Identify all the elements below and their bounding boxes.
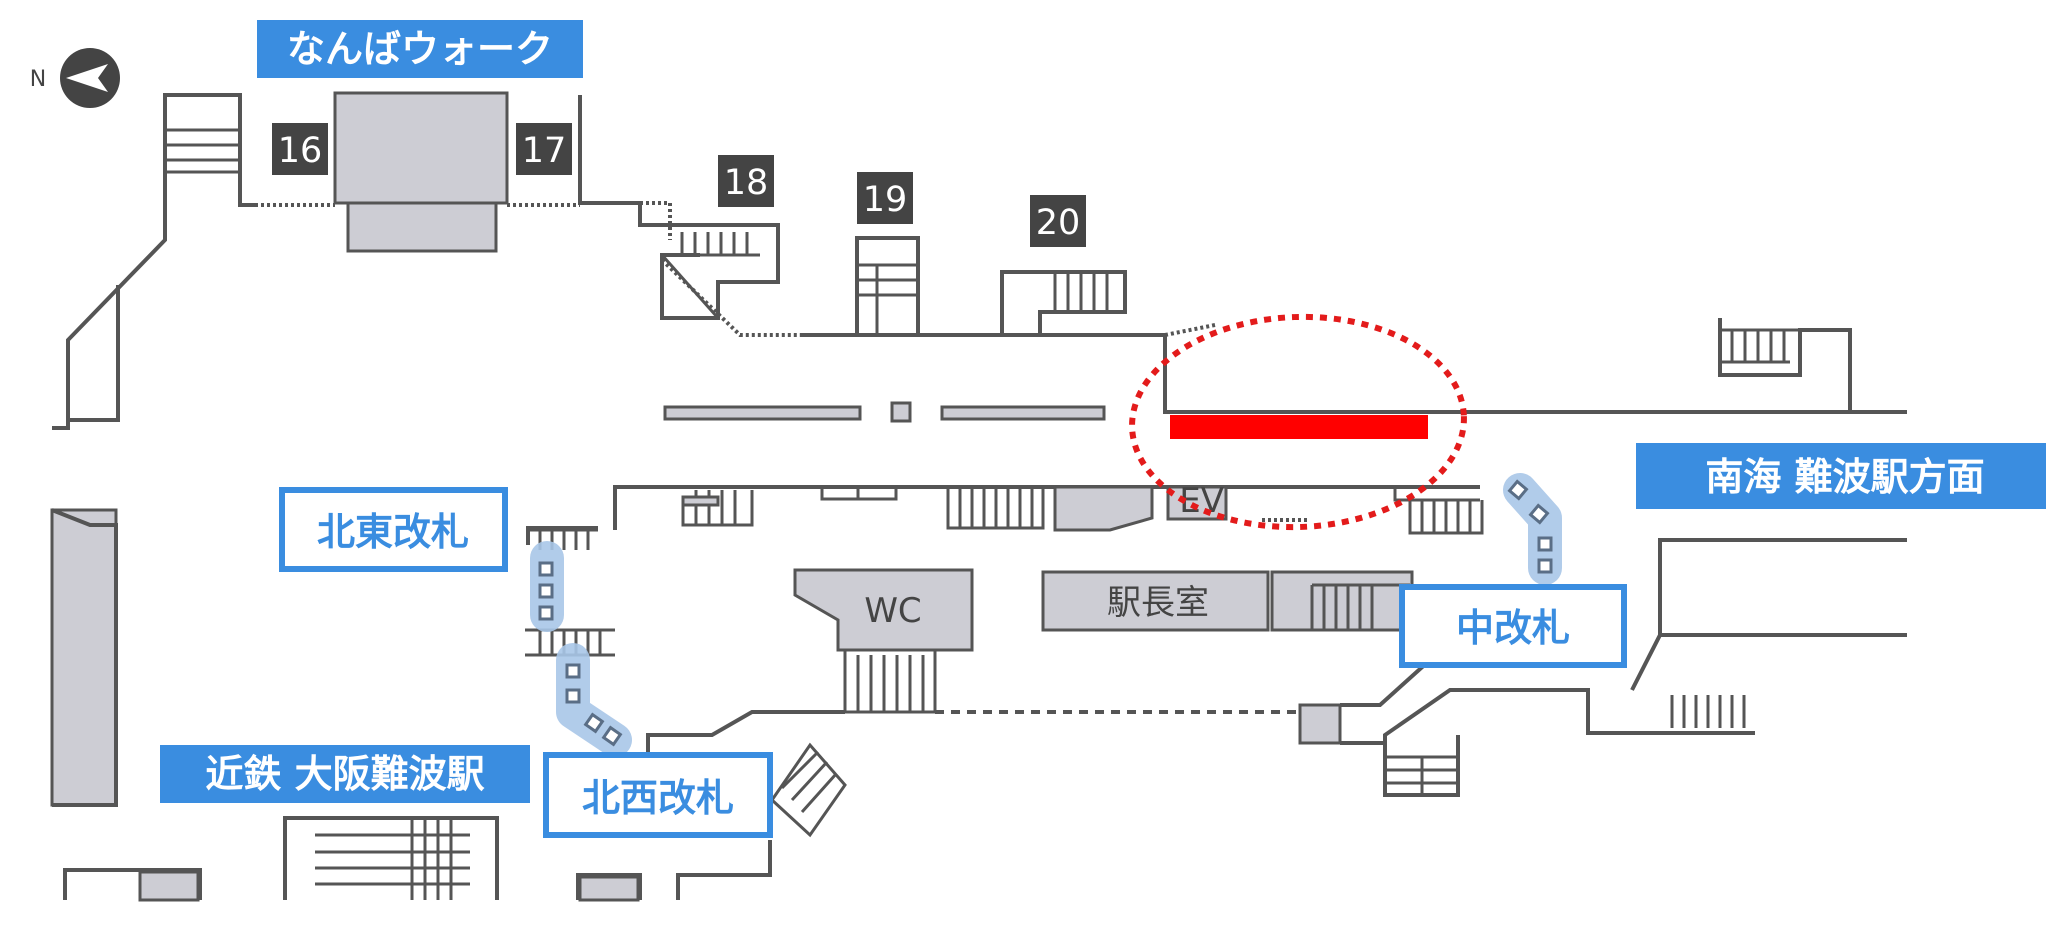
stairs-icon xyxy=(1310,583,1410,630)
exit-20-stairs xyxy=(1000,270,1127,335)
ev-label: EV xyxy=(1179,481,1224,521)
highlight-ellipse xyxy=(1129,313,1467,531)
nankai-label: 南海 難波駅方面 xyxy=(1705,455,1984,499)
mid-stairs: EV xyxy=(681,481,1484,535)
stairs-icon xyxy=(165,128,240,174)
kintetsu-label-box: 近鉄 大阪難波駅 xyxy=(160,745,530,803)
namba-walk-label-box: なんばウォーク xyxy=(257,20,583,78)
exit-18-stairs xyxy=(660,223,800,337)
wc-label: WC xyxy=(864,591,921,631)
north-letter: N xyxy=(30,67,46,92)
compass: N xyxy=(30,48,120,108)
exit-20-label: 20 xyxy=(1036,203,1081,243)
exit-18-label: 18 xyxy=(724,163,769,203)
middle-gate-label-box: 中改札 xyxy=(1399,584,1627,668)
namba-walk-label: なんばウォーク xyxy=(287,27,553,71)
wc-block: WC 駅長室 xyxy=(793,568,1414,714)
middle-gate xyxy=(1503,473,1562,585)
lower-right-stairs xyxy=(1670,695,1746,728)
kintetsu-label: 近鉄 大阪難波駅 xyxy=(205,752,484,796)
northeast-gate-label-box: 北東改札 xyxy=(279,487,508,572)
exit-18-marker: 18 xyxy=(718,155,774,207)
exit-20-marker: 20 xyxy=(1030,195,1086,247)
middle-gate-label: 中改札 xyxy=(1456,606,1570,650)
northeast-gate-label: 北東改札 xyxy=(317,510,469,554)
north-arrow-icon xyxy=(60,48,120,108)
lower-stairs xyxy=(1383,735,1460,797)
right-stairs xyxy=(1718,318,1852,412)
exit-19-label: 19 xyxy=(863,180,908,220)
highlight-bar xyxy=(1170,415,1428,439)
exit-19-stairs xyxy=(855,236,920,335)
station-master-label: 駅長室 xyxy=(1107,583,1209,623)
northwest-gate xyxy=(556,643,632,757)
exit-16-label: 16 xyxy=(278,131,323,171)
kintetsu-stairs xyxy=(315,818,470,900)
nankai-label-box: 南海 難波駅方面 xyxy=(1636,443,2046,509)
northwest-gate-label: 北西改札 xyxy=(582,776,734,820)
exit-16-marker: 16 xyxy=(272,123,328,175)
exit-17-marker: 17 xyxy=(516,123,572,175)
exit-17-label: 17 xyxy=(522,131,567,171)
exit-19-marker: 19 xyxy=(857,172,913,224)
northwest-gate-label-box: 北西改札 xyxy=(543,752,773,838)
diagonal-stairs xyxy=(770,742,847,838)
namba-walk-structure xyxy=(52,91,672,430)
northeast-gate xyxy=(530,541,564,632)
